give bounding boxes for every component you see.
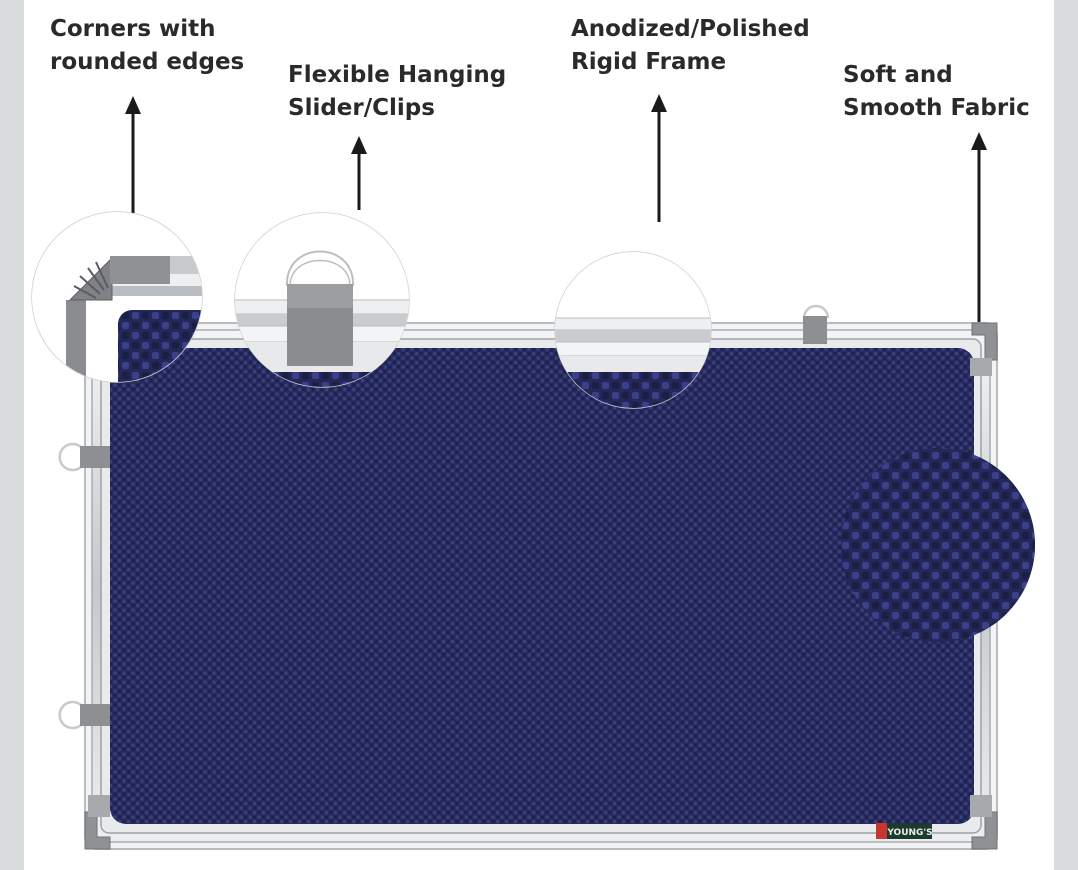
callout-clips: Flexible Hanging Slider/Clips — [288, 62, 507, 121]
callout-corners: Corners with rounded edges — [50, 16, 245, 75]
zoom-clips — [234, 212, 410, 388]
callout-fabric: Soft and Smooth Fabric — [843, 62, 1030, 121]
side-clip-bottom — [58, 700, 110, 730]
corner-ribs — [88, 358, 992, 817]
arrow-corners — [125, 96, 141, 218]
side-clip-top — [58, 442, 110, 472]
top-clip — [802, 304, 830, 344]
arrow-frame — [651, 94, 667, 222]
svg-text:YOUNG'S: YOUNG'S — [886, 828, 932, 838]
callout-frame: Anodized/Polished Rigid Frame — [571, 16, 810, 75]
arrow-fabric — [971, 132, 987, 330]
arrow-clips — [351, 136, 367, 210]
fabric-surface — [110, 348, 974, 824]
zoom-fabric — [841, 448, 1035, 642]
brand-logo: YOUNG'S — [876, 823, 933, 839]
